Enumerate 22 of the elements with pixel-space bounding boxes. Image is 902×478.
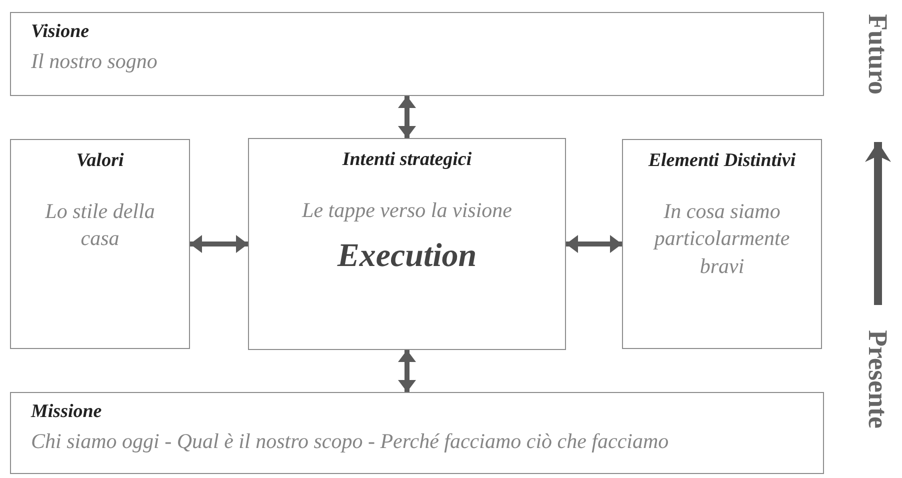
text-box [622, 139, 822, 349]
double-arrow [398, 350, 416, 392]
axis-label: Presente [862, 330, 893, 428]
heading: Visione [31, 21, 90, 43]
description: Le tappe verso la visione [300, 197, 513, 224]
description: Il nostro sogno [31, 49, 158, 74]
heading: Elementi Distintivi [648, 150, 796, 172]
double-arrow [398, 96, 416, 138]
description: Chi siamo oggi - Qual è il nostro scopo - Perché facciamo ciò che facciamo [31, 429, 670, 454]
heading: Valori [76, 150, 124, 172]
text-box [248, 138, 566, 350]
text-box [10, 139, 190, 349]
heading: Intenti strategici [342, 149, 472, 171]
heading: Missione [31, 401, 103, 423]
text-box [10, 392, 824, 474]
double-arrow [566, 235, 622, 253]
text-box [10, 12, 824, 96]
description: In cosa siamo particolarmente bravi [652, 198, 791, 280]
description: Lo stile della casa [44, 198, 156, 252]
double-arrow [190, 235, 248, 253]
emphasis-text: Execution [337, 238, 477, 276]
axis-label: Futuro [862, 14, 893, 95]
